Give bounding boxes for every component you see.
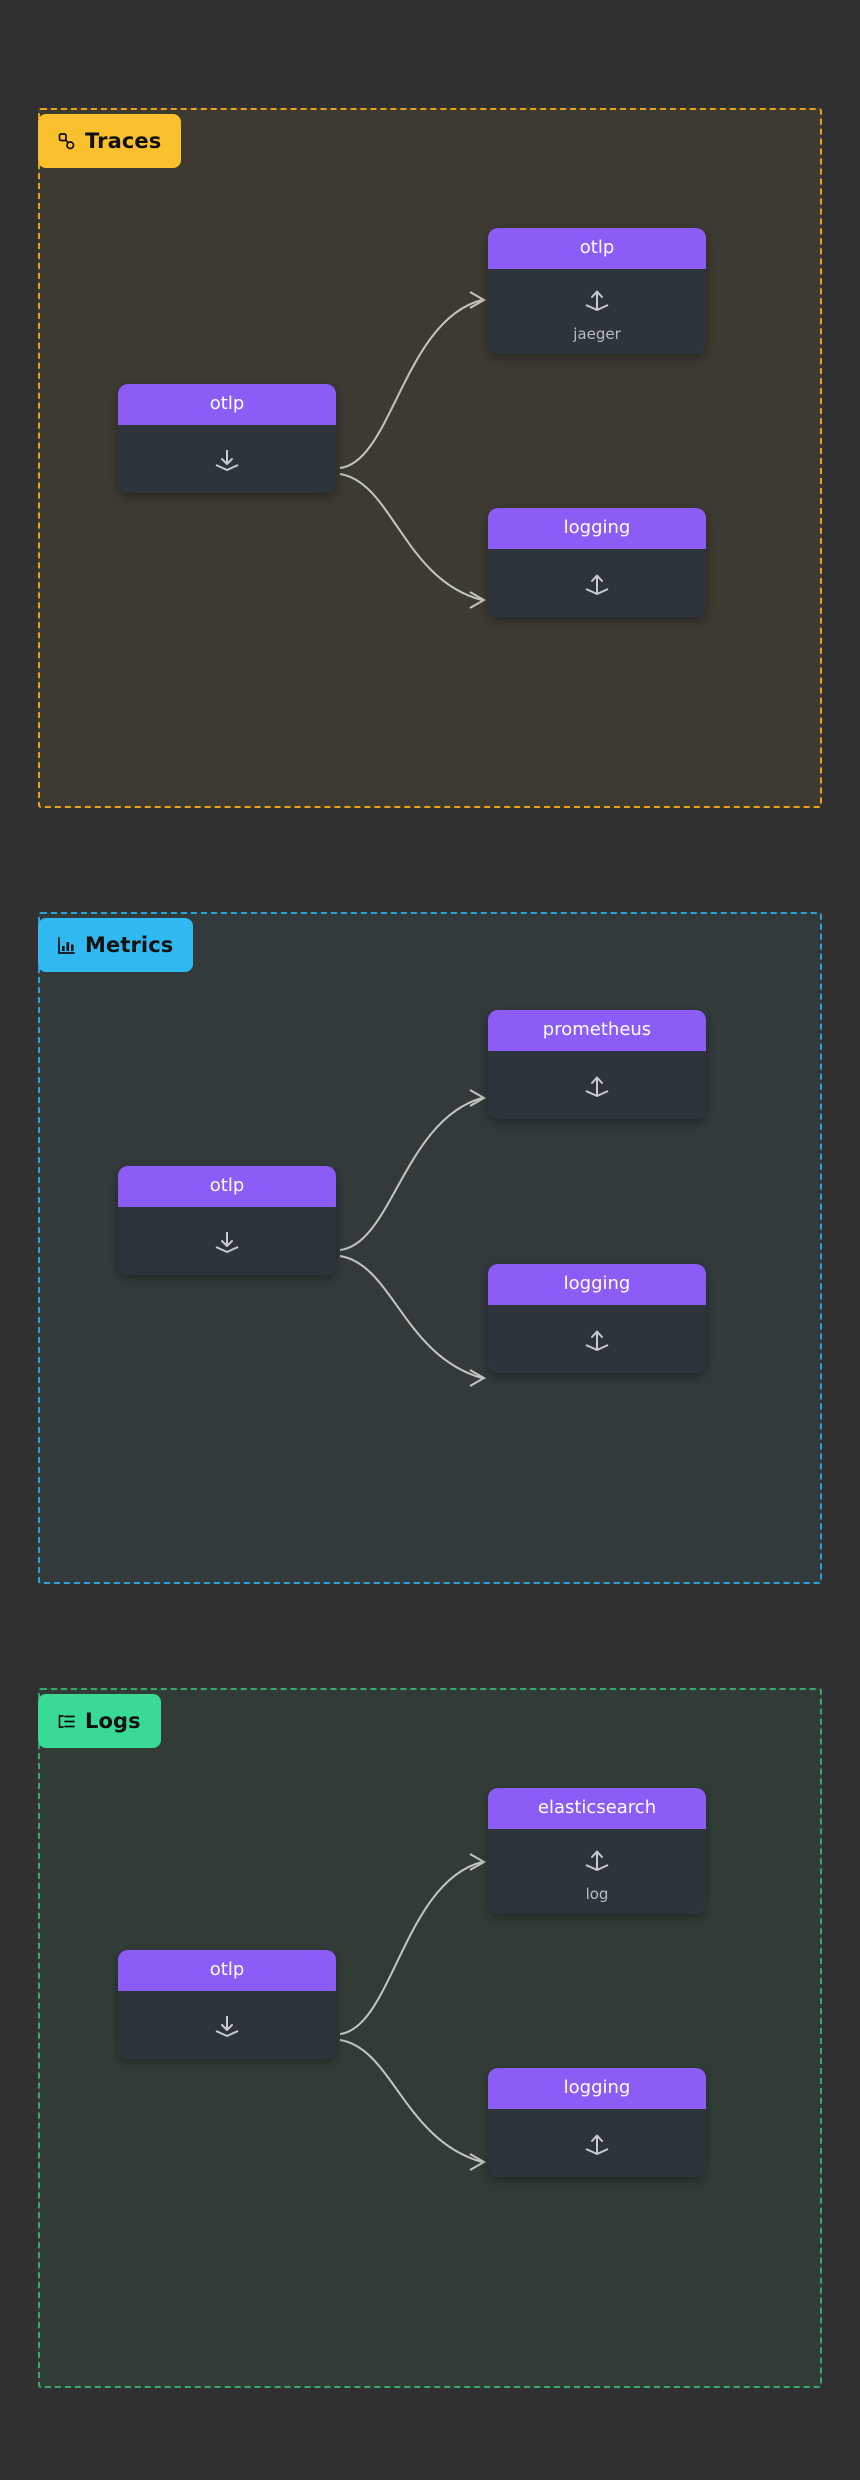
node-title: elasticsearch	[488, 1788, 706, 1829]
pipeline-badge-logs[interactable]: Logs	[38, 1694, 161, 1748]
node-metrics-receiver-otlp[interactable]: otlp	[118, 1166, 336, 1275]
node-logs-receiver-otlp[interactable]: otlp	[118, 1950, 336, 2059]
node-sublabel: log	[585, 1884, 609, 1903]
receiver-download-icon	[210, 1225, 244, 1259]
pipeline-badge-label: Metrics	[85, 932, 174, 957]
exporter-upload-icon	[580, 2127, 614, 2161]
node-body: log	[488, 1829, 706, 1914]
node-body	[118, 1207, 336, 1275]
node-metrics-exporter-logging[interactable]: logging	[488, 1264, 706, 1373]
exporter-upload-icon	[580, 1843, 614, 1877]
node-title: otlp	[118, 1950, 336, 1991]
node-title: otlp	[118, 384, 336, 425]
trace-nodes-icon	[56, 131, 77, 152]
node-traces-exporter-logging[interactable]: logging	[488, 508, 706, 617]
node-body	[488, 1305, 706, 1373]
exporter-upload-icon	[580, 1323, 614, 1357]
node-title: logging	[488, 2068, 706, 2109]
exporter-upload-icon	[580, 283, 614, 317]
node-body	[488, 2109, 706, 2177]
node-title: prometheus	[488, 1010, 706, 1051]
receiver-download-icon	[210, 2009, 244, 2043]
pipeline-badge-metrics[interactable]: Metrics	[38, 918, 194, 972]
node-metrics-exporter-prometheus[interactable]: prometheus	[488, 1010, 706, 1119]
node-title: otlp	[488, 228, 706, 269]
log-list-icon	[56, 1711, 77, 1732]
node-body	[118, 1991, 336, 2059]
node-body	[488, 1051, 706, 1119]
pipeline-badge-label: Traces	[85, 128, 162, 153]
node-traces-exporter-otlp[interactable]: otlp jaeger	[488, 228, 706, 354]
pipeline-badge-label: Logs	[85, 1708, 141, 1733]
bar-chart-icon	[56, 935, 77, 956]
node-title: logging	[488, 1264, 706, 1305]
node-body	[118, 425, 336, 493]
pipeline-badge-traces[interactable]: Traces	[38, 114, 182, 168]
exporter-upload-icon	[580, 567, 614, 601]
node-traces-receiver-otlp[interactable]: otlp	[118, 384, 336, 493]
node-body	[488, 549, 706, 617]
node-title: logging	[488, 508, 706, 549]
node-logs-exporter-elasticsearch[interactable]: elasticsearch log	[488, 1788, 706, 1914]
node-body: jaeger	[488, 269, 706, 354]
node-logs-exporter-logging[interactable]: logging	[488, 2068, 706, 2177]
node-title: otlp	[118, 1166, 336, 1207]
receiver-download-icon	[210, 443, 244, 477]
node-sublabel: jaeger	[573, 324, 621, 343]
exporter-upload-icon	[580, 1069, 614, 1103]
